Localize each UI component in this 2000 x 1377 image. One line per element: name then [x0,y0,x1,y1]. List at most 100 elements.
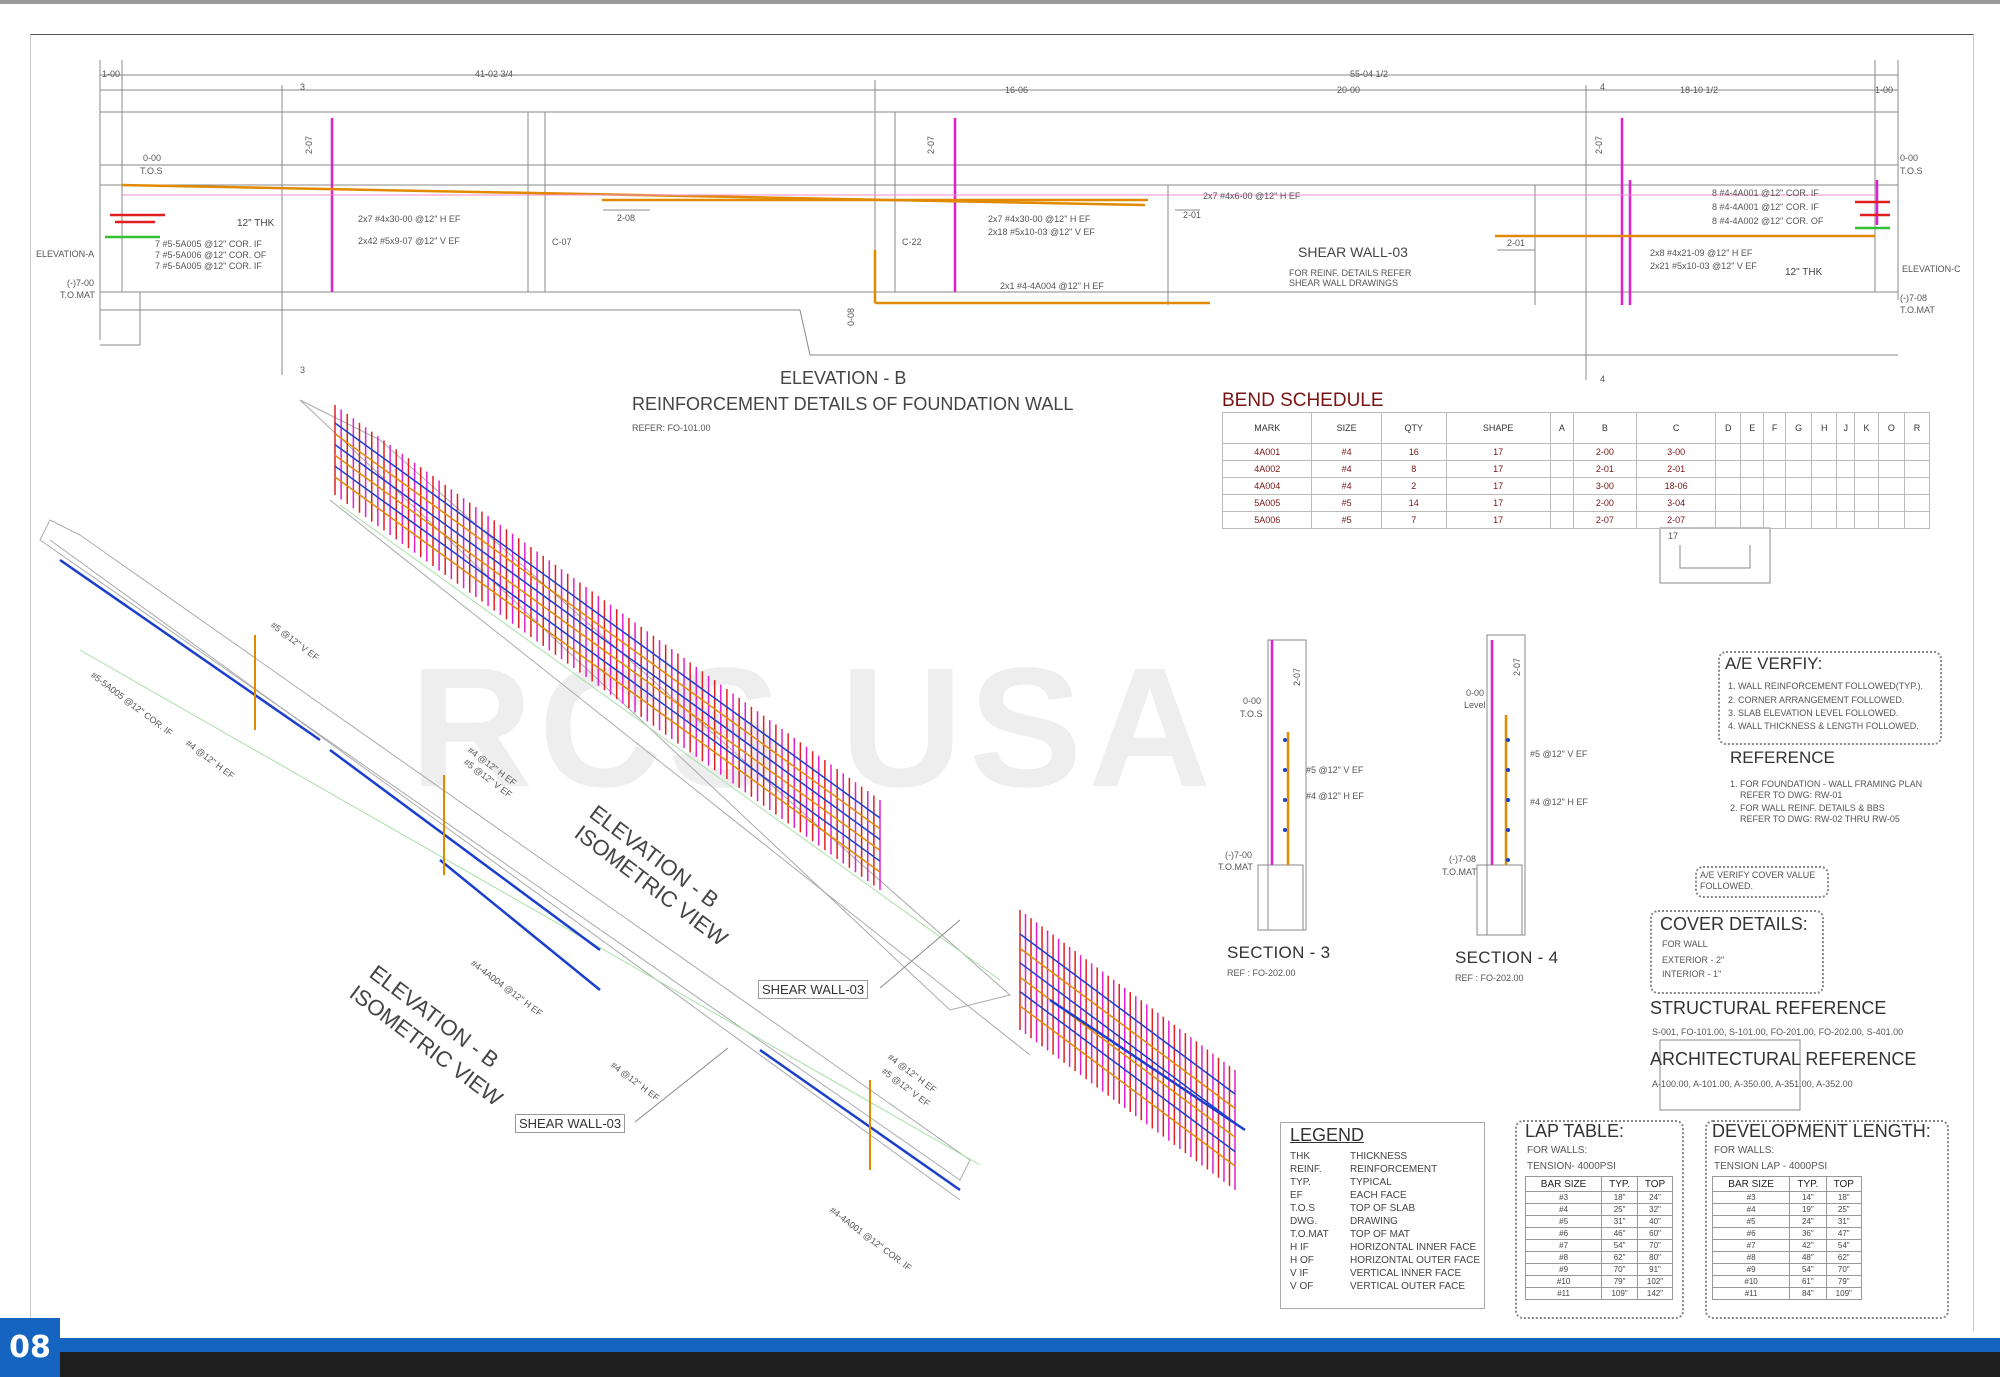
reference-item: 2. FOR WALL REINF. DETAILS & BBS [1730,803,1885,813]
bend-cell [1877,443,1906,461]
bend-cell [1877,460,1906,478]
dev-length-box [1705,1120,1949,1319]
bend-cell [1763,511,1786,529]
footer-accent [60,1338,2000,1352]
bend-cell: #4 [1311,443,1382,461]
elevation-refer: REFER: FO-101.00 [632,423,711,433]
shear-wall-tag: SHEAR WALL-03 [515,1114,626,1133]
iso-horizontal-bar [1019,962,1236,1124]
dev-cell: 62" [1825,1251,1863,1264]
section-4-dim: 2-07 [1512,657,1523,677]
dev-length-sub: TENSION LAP - 4000PSI [1714,1161,1828,1172]
tos-level-label: T.O.S [1900,166,1923,176]
dev-cell: 24" [1789,1215,1827,1228]
ae-verify-title: A/E VERFIY: [1725,654,1823,673]
grid-label: 3 [300,365,306,375]
drawing-sheet [30,34,1974,1331]
bend-cell [1784,511,1813,529]
bend-cell [1740,460,1765,478]
bend-cell [1854,511,1879,529]
bend-cell [1763,443,1786,461]
dim-label: 2-07 [926,135,937,155]
dev-cell: #11 [1711,1287,1791,1300]
bend-cell [1904,494,1930,512]
bend-cell [1763,477,1786,495]
dev-cell: 31" [1825,1215,1863,1228]
lap-cell: #3 [1524,1191,1603,1204]
bend-cell [1740,443,1765,461]
dim-label: 1-00 [102,69,121,79]
section-4-top-label: Level [1464,700,1486,710]
tom-level-label: T.O.MAT [60,290,95,300]
bend-cell [1715,443,1742,461]
dim-label: 18-10 1/2 [1680,85,1719,95]
lap-cell: 46" [1601,1227,1639,1240]
section-4-ref: REF : FO-202.00 [1455,973,1524,983]
lap-header-cell: TOP [1637,1176,1673,1192]
section-4-bot-level: (-)7-08 [1449,854,1477,864]
lap-table-sub: FOR WALLS: [1527,1145,1588,1156]
lap-cell: 24" [1637,1191,1673,1204]
section-3-bot-label: T.O.MAT [1218,862,1253,872]
bend-cell [1740,494,1765,512]
bend-cell: 5A006 [1221,511,1313,529]
dev-cell: 61" [1789,1275,1827,1288]
dev-length-sub: FOR WALLS: [1714,1145,1775,1156]
bend-header-cell: QTY [1380,412,1447,444]
bend-cell [1784,477,1813,495]
dev-cell: #7 [1711,1239,1791,1252]
dev-cell: 79" [1825,1275,1863,1288]
rebar-label: 7 #5-5A005 @12" COR. IF [155,261,262,271]
legend-abbr: H OF [1290,1254,1314,1266]
dim-label: 0-08 [846,307,857,327]
shear-wall-tag: SHEAR WALL-03 [758,980,869,999]
bend-header-cell: MARK [1221,412,1313,444]
section-4-title: SECTION - 4 [1455,948,1559,967]
legend-meaning: VERTICAL INNER FACE [1350,1267,1462,1279]
cover-note: FOLLOWED. [1700,881,1754,891]
rebar-label: 2x18 #5x10-03 @12" V EF [988,227,1095,237]
lap-cell: 40" [1637,1215,1673,1228]
bend-cell [1854,494,1879,512]
dev-cell: 54" [1825,1239,1863,1252]
dim-label: 2-07 [304,135,315,155]
bend-cell: 8 [1380,460,1447,478]
bend-cell [1549,460,1574,478]
legend-meaning: TYPICAL [1350,1176,1392,1188]
bend-cell [1740,477,1765,495]
shear-wall-note: SHEAR WALL DRAWINGS [1289,278,1399,288]
section-4-bot-label: T.O.MAT [1442,867,1477,877]
bend-header-cell: SIZE [1311,412,1382,444]
legend-row: REINF.REINFORCEMENT [1290,1163,1480,1176]
bend-cell [1904,443,1930,461]
bend-cell: #4 [1311,477,1382,495]
lap-header-cell: TYP. [1601,1176,1639,1192]
section-3-v-bar: #5 @12" V EF [1306,765,1364,775]
dim-label: 16-06 [1005,85,1029,95]
page-number: 08 [0,1318,60,1377]
dev-header-cell: TOP [1825,1176,1863,1192]
lap-cell: 18" [1601,1191,1639,1204]
bend-cell: 2-01 [1572,460,1637,478]
bend-cell [1836,443,1856,461]
column-tag: C-22 [902,237,922,247]
bend-header-cell: J [1836,412,1856,444]
dev-cell: #5 [1711,1215,1791,1228]
dev-cell: #4 [1711,1203,1791,1216]
section-3-h-bar: #4 @12" H EF [1306,791,1364,801]
lap-cell: #8 [1524,1251,1603,1264]
bend-cell: 17 [1445,460,1551,478]
dev-cell: 48" [1789,1251,1827,1264]
dim-label: 2-08 [617,213,636,223]
lap-cell: #10 [1524,1275,1603,1288]
legend-abbr: T.O.MAT [1290,1228,1329,1240]
bend-cell [1549,511,1574,529]
bend-cell [1784,494,1813,512]
dim-label: 2-07 [1594,135,1605,155]
rebar-label: 8 #4-4A002 @12" COR. OF [1712,216,1824,226]
